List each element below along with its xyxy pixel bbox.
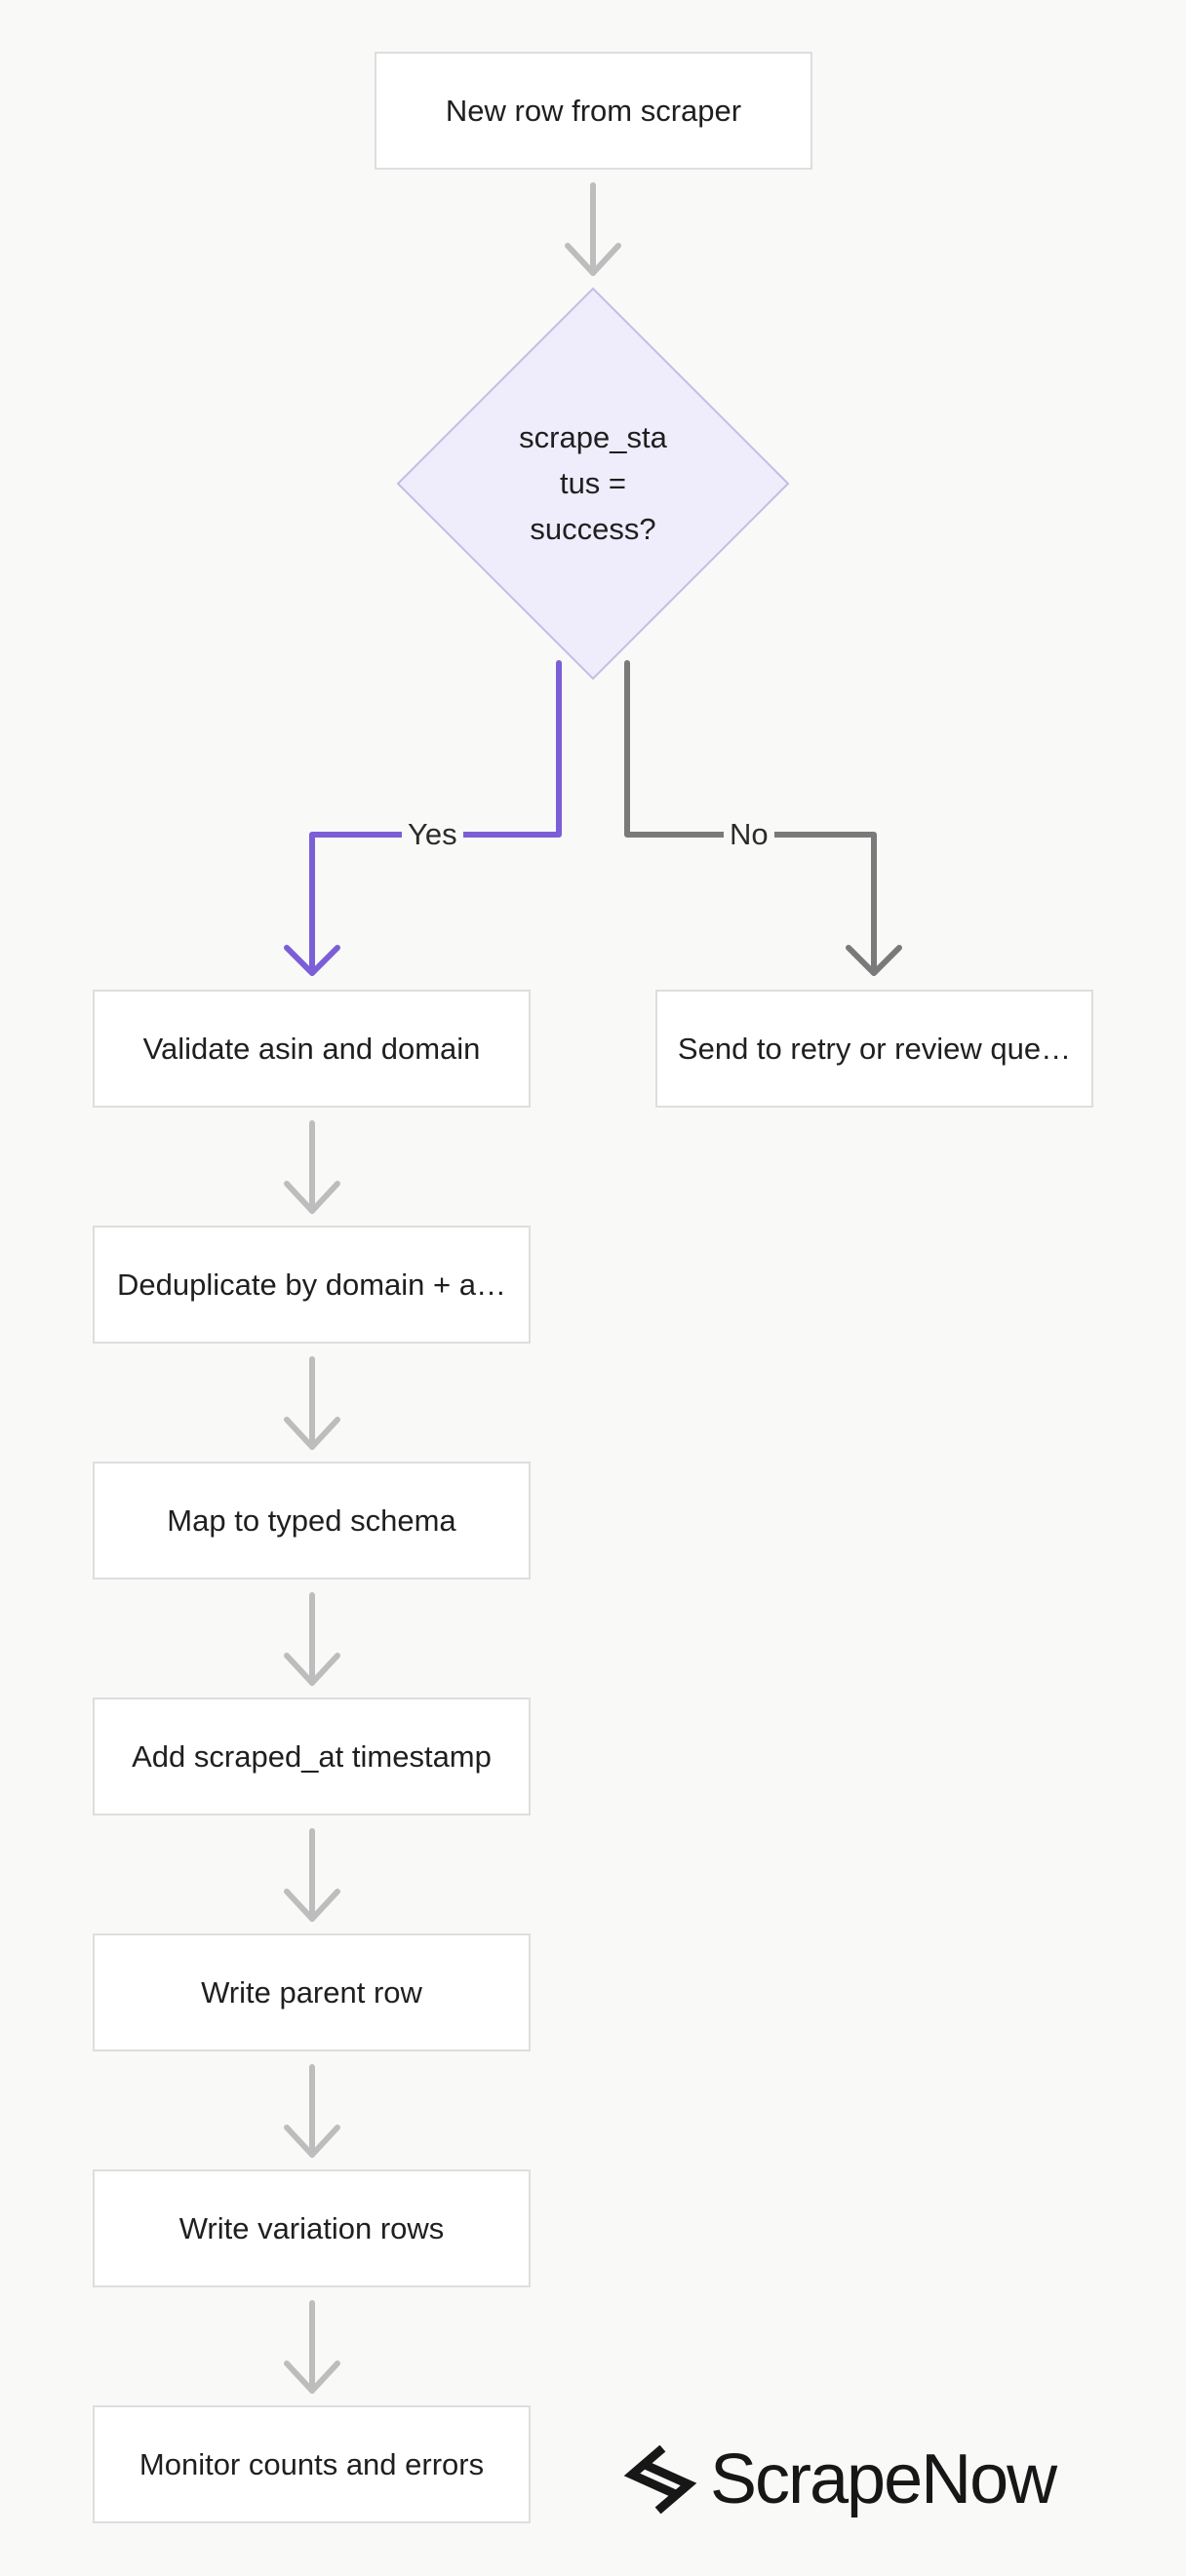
step-parent-row-node: Write parent row [93,1933,531,2051]
yes-edge-label: Yes [402,817,463,852]
step-map-schema-node: Map to typed schema [93,1462,531,1580]
retry-review-node: Send to retry or review que… [655,990,1093,1108]
step-validate-node: Validate asin and domain [93,990,531,1108]
arrow-step-5-to-6 [284,2064,340,2158]
decision-label: scrape_sta tus = success? [447,414,739,552]
arrow-step-1-to-2 [284,1120,340,1214]
step-validate-label: Validate asin and domain [142,1031,481,1066]
start-node-label: New row from scraper [445,93,742,128]
retry-review-node-label: Send to retry or review que… [677,1031,1072,1066]
step-deduplicate-label: Deduplicate by domain + a… [117,1267,506,1302]
arrow-step-3-to-4 [284,1592,340,1686]
decision-label-line-1: scrape_sta [519,420,667,454]
arrow-step-6-to-7 [284,2300,340,2394]
step-monitor-node: Monitor counts and errors [93,2405,531,2523]
brand-name: ScrapeNow [710,2440,1057,2518]
decision-label-line-2: tus = [559,466,627,500]
arrow-start-to-decision [565,182,621,276]
start-node: New row from scraper [375,52,812,170]
step-parent-row-label: Write parent row [201,1974,422,2010]
no-edge-label: No [724,817,774,852]
step-deduplicate-node: Deduplicate by domain + a… [93,1226,531,1344]
scrapenow-logo-icon [623,2445,697,2514]
arrow-step-4-to-5 [284,1828,340,1922]
decision-diamond [396,287,790,681]
step-timestamp-node: Add scraped_at timestamp [93,1698,531,1815]
decision-label-line-3: success? [530,512,656,546]
brand-logo: ScrapeNow [622,2436,1057,2523]
step-variation-rows-label: Write variation rows [178,2210,445,2245]
step-timestamp-label: Add scraped_at timestamp [132,1738,492,1774]
step-variation-rows-node: Write variation rows [93,2169,531,2287]
step-map-schema-label: Map to typed schema [167,1503,456,1538]
step-monitor-label: Monitor counts and errors [138,2446,485,2481]
arrow-step-2-to-3 [284,1356,340,1450]
